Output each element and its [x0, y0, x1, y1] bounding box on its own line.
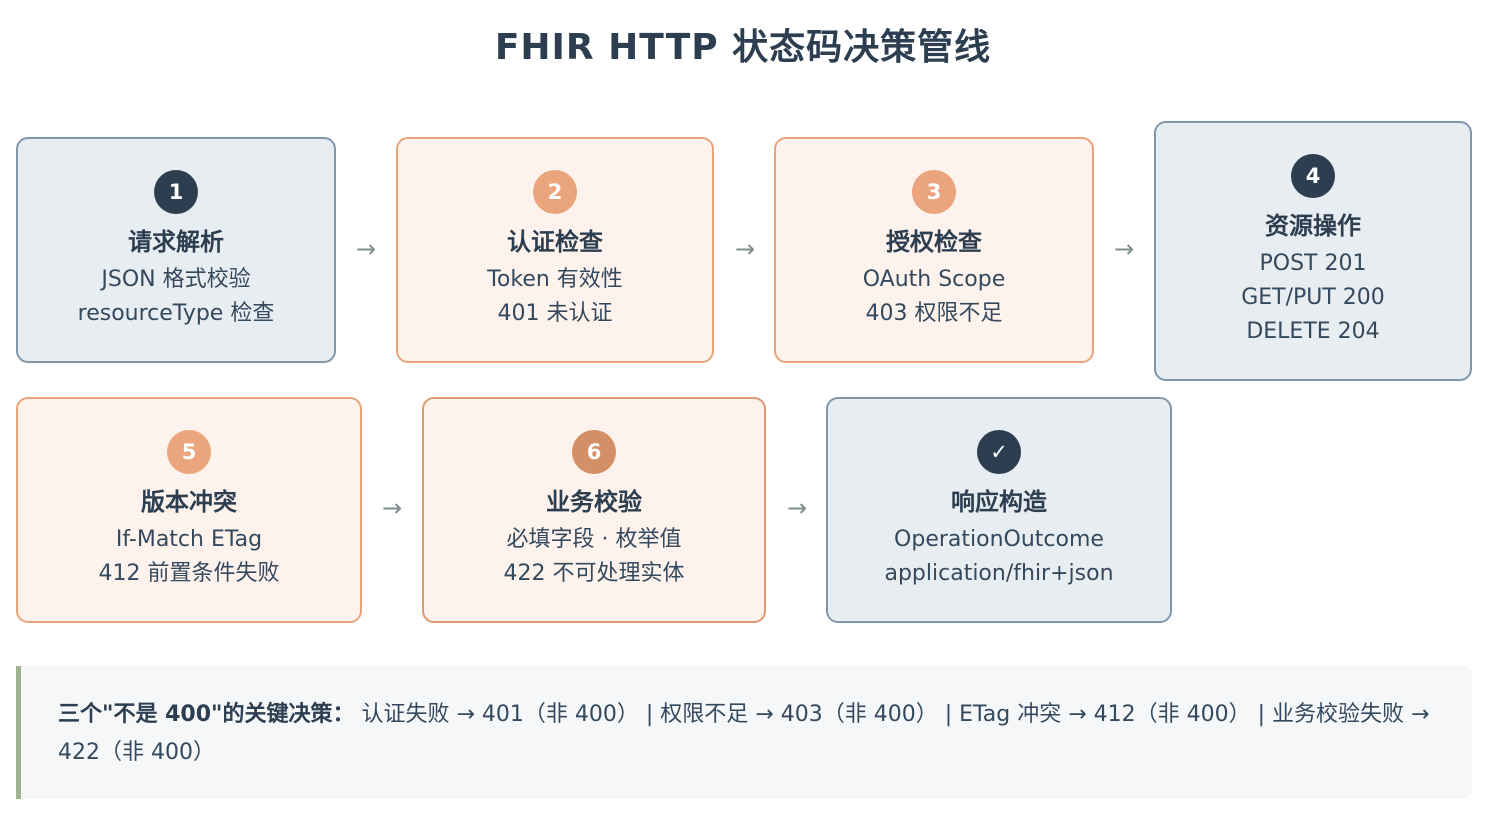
- step-detail: 412 前置条件失败: [98, 560, 280, 586]
- step-title: 业务校验: [546, 487, 642, 516]
- step-detail: If-Match ETag: [115, 526, 263, 552]
- step-detail: resourceType 检查: [77, 300, 275, 326]
- step-number-badge: 4: [1291, 153, 1335, 198]
- step-detail: 403 权限不足: [865, 300, 1003, 326]
- key-decisions-note: 三个"不是 400"的关键决策： 认证失败 → 401（非 400） | 权限不…: [16, 666, 1472, 799]
- step-card-version-conflict: 5 版本冲突 If-Match ETag 412 前置条件失败: [16, 397, 362, 623]
- flow-arrow-icon: →: [381, 494, 403, 522]
- step-detail: GET/PUT 200: [1241, 284, 1385, 310]
- step-number-badge: 6: [572, 429, 616, 474]
- step-detail: POST 201: [1259, 250, 1367, 276]
- step-card-authorization: 3 授权检查 OAuth Scope 403 权限不足: [774, 137, 1094, 363]
- step-detail: OperationOutcome: [894, 526, 1104, 552]
- step-number-badge: 2: [533, 169, 577, 214]
- step-card-response-construction: ✓ 响应构造 OperationOutcome application/fhir…: [826, 397, 1172, 623]
- step-title: 授权检查: [886, 227, 982, 256]
- flow-arrow-icon: →: [786, 494, 808, 522]
- step-detail: 401 未认证: [497, 300, 613, 326]
- note-label: 三个"不是 400"的关键决策：: [58, 702, 355, 727]
- step-number-badge: 3: [912, 169, 956, 214]
- flow-arrow-icon: →: [734, 235, 756, 263]
- page-title: FHIR HTTP 状态码决策管线: [494, 27, 992, 68]
- flow-arrow-icon: →: [1113, 235, 1135, 263]
- step-card-business-validation: 6 业务校验 必填字段 · 枚举值 422 不可处理实体: [422, 397, 766, 623]
- step-detail: application/fhir+json: [884, 560, 1114, 586]
- note-text: 认证失败 → 401（非 400） | 权限不足 → 403（非 400） | …: [58, 702, 1430, 765]
- step-title: 版本冲突: [141, 487, 237, 516]
- step-card-authentication: 2 认证检查 Token 有效性 401 未认证: [396, 137, 714, 363]
- step-card-request-parsing: 1 请求解析 JSON 格式校验 resourceType 检查: [16, 137, 336, 363]
- step-detail: 422 不可处理实体: [503, 560, 685, 586]
- flow-arrow-icon: →: [355, 235, 377, 263]
- step-title: 响应构造: [951, 487, 1047, 516]
- step-detail: 必填字段 · 枚举值: [506, 526, 682, 552]
- step-detail: JSON 格式校验: [101, 266, 251, 292]
- step-detail: OAuth Scope: [862, 266, 1006, 292]
- step-number-badge: 5: [167, 429, 211, 474]
- step-detail: DELETE 204: [1246, 318, 1380, 344]
- step-title: 请求解析: [128, 227, 224, 256]
- step-card-resource-operation: 4 资源操作 POST 201 GET/PUT 200 DELETE 204: [1154, 121, 1472, 381]
- step-detail: Token 有效性: [487, 266, 623, 292]
- step-title: 认证检查: [507, 227, 603, 256]
- step-number-badge: 1: [154, 169, 198, 214]
- step-title: 资源操作: [1265, 211, 1361, 240]
- check-icon: ✓: [977, 429, 1021, 474]
